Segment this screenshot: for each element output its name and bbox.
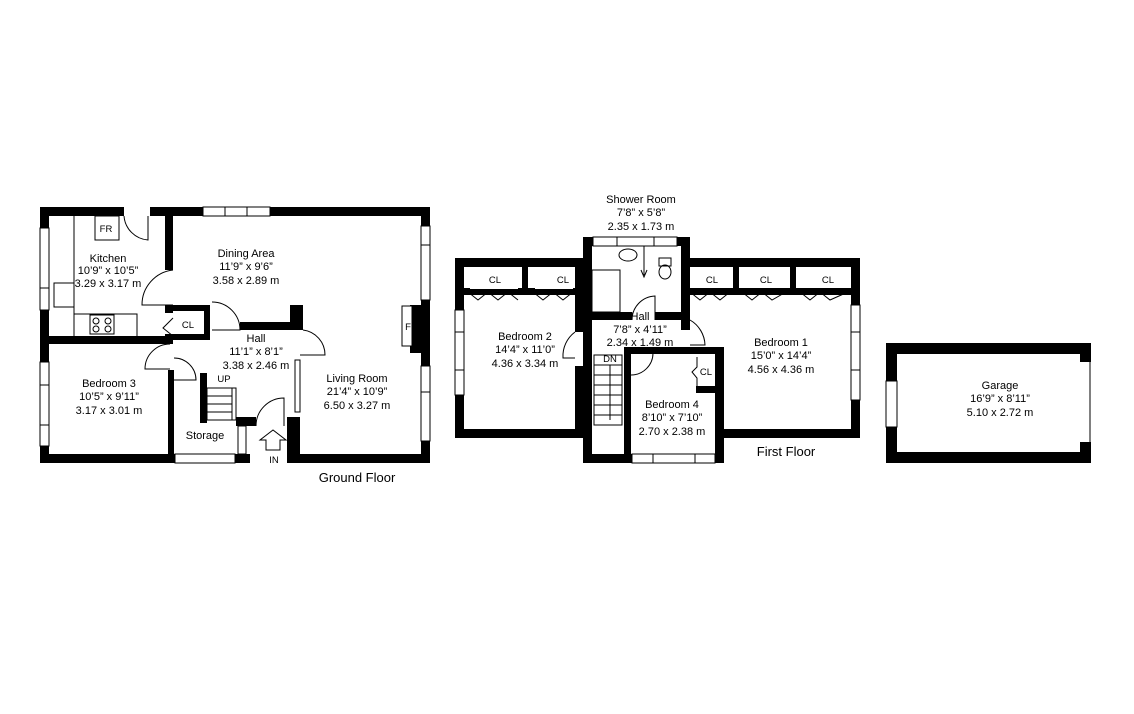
hall-imperial: 7’8” x 4’11”: [613, 324, 667, 336]
wall: [40, 207, 124, 216]
closet-label: CL: [760, 275, 772, 286]
wall: [165, 305, 210, 311]
closets: [464, 267, 851, 301]
garage-metric: 5.10 x 2.72 m: [967, 407, 1034, 419]
bedroom3-metric: 3.17 x 3.01 m: [76, 405, 143, 417]
basin-icon: [618, 248, 638, 262]
bedroom2-metric: 4.36 x 3.34 m: [492, 358, 559, 370]
window: [39, 227, 50, 311]
bedroom1-imperial: 15’0” x 14’4”: [751, 350, 812, 362]
entrance-arrow-icon: [258, 429, 288, 451]
garage-name: Garage: [982, 380, 1019, 392]
hall-metric: 2.34 x 1.49 m: [607, 337, 674, 349]
hall-imperial: 11’1” x 8’1”: [229, 346, 283, 358]
window: [420, 225, 431, 301]
window: [631, 453, 716, 464]
hall-name: Hall: [631, 311, 650, 323]
hall-metric: 3.38 x 2.46 m: [223, 360, 290, 372]
wall: [40, 207, 49, 463]
bedroom2-imperial: 14’4” x 11’0”: [495, 344, 555, 356]
shower-name: Shower Room: [606, 194, 676, 206]
stairs-down-label: DN: [603, 354, 617, 365]
ground-floor-plan: FR Kitchen 10’9” x 10’5” 3.29 x 3.17 m D…: [39, 206, 431, 485]
wall: [290, 454, 430, 463]
window: [202, 206, 271, 217]
window: [39, 361, 50, 447]
dining-name: Dining Area: [218, 248, 276, 260]
bedroom4-name: Bedroom 4: [645, 399, 699, 411]
living-name: Living Room: [326, 373, 387, 385]
hall-name: Hall: [247, 333, 266, 345]
bedroom4-metric: 2.70 x 2.38 m: [639, 426, 706, 438]
window: [592, 236, 678, 247]
window: [174, 453, 236, 464]
fridge: [94, 215, 120, 241]
bedroom1-name: Bedroom 1: [754, 337, 808, 349]
staircase: [593, 354, 623, 426]
first-floor-plan: Shower Room 7’8” x 5’8” 2.35 x 1.73 m CL…: [454, 194, 861, 464]
kitchen-name: Kitchen: [90, 253, 127, 265]
living-imperial: 21’4” x 10’9”: [327, 386, 388, 398]
closet-label: CL: [700, 367, 712, 378]
wall: [165, 207, 173, 270]
kitchen-metric: 3.29 x 3.17 m: [75, 278, 142, 290]
garage-imperial: 16’9” x 8’11”: [970, 393, 1030, 405]
shower-metric: 2.35 x 1.73 m: [608, 221, 675, 233]
closet-label: CL: [706, 275, 718, 286]
closet-label: CL: [182, 320, 194, 331]
bedroom1-metric: 4.56 x 4.36 m: [748, 364, 815, 376]
window: [885, 380, 898, 428]
wall: [421, 207, 430, 463]
wall: [40, 336, 173, 344]
shower-imperial: 7’8” x 5’8”: [617, 207, 666, 219]
bedroom4-imperial: 8’10” x 7’10”: [642, 412, 703, 424]
stairs-up-label: UP: [217, 374, 230, 385]
bedroom3-name: Bedroom 3: [82, 378, 136, 390]
closet-label: CL: [489, 275, 501, 286]
storage-name: Storage: [186, 430, 225, 442]
window: [420, 365, 431, 442]
closet-label: CL: [557, 275, 569, 286]
window: [850, 304, 861, 401]
fireplace-label: F: [405, 322, 411, 333]
living-metric: 6.50 x 3.27 m: [324, 400, 391, 412]
fridge-label: FR: [100, 224, 113, 235]
fireplace: [401, 305, 413, 347]
staircase: [206, 387, 237, 421]
bedroom2-name: Bedroom 2: [498, 331, 552, 343]
kitchen-imperial: 10’9” x 10’5”: [78, 265, 139, 277]
wall: [40, 454, 250, 463]
garage-plan: Garage 16’9” x 8’11” 5.10 x 2.72 m: [885, 343, 1091, 463]
toilet-icon: [658, 257, 672, 267]
hob-icon: [89, 314, 115, 335]
glass-partition: [294, 359, 301, 413]
wall: [150, 207, 430, 216]
first-floor-title: First Floor: [757, 444, 816, 459]
shower-tray: [591, 269, 621, 313]
closet-label: CL: [822, 275, 834, 286]
ground-floor-title: Ground Floor: [319, 470, 396, 485]
dining-metric: 3.58 x 2.89 m: [213, 275, 280, 287]
dining-imperial: 11’9” x 9’6”: [219, 261, 273, 273]
entrance-label: IN: [269, 455, 279, 466]
window: [454, 309, 465, 396]
sink-icon: [53, 282, 75, 308]
bedroom3-imperial: 10’5” x 9’11”: [79, 391, 139, 403]
